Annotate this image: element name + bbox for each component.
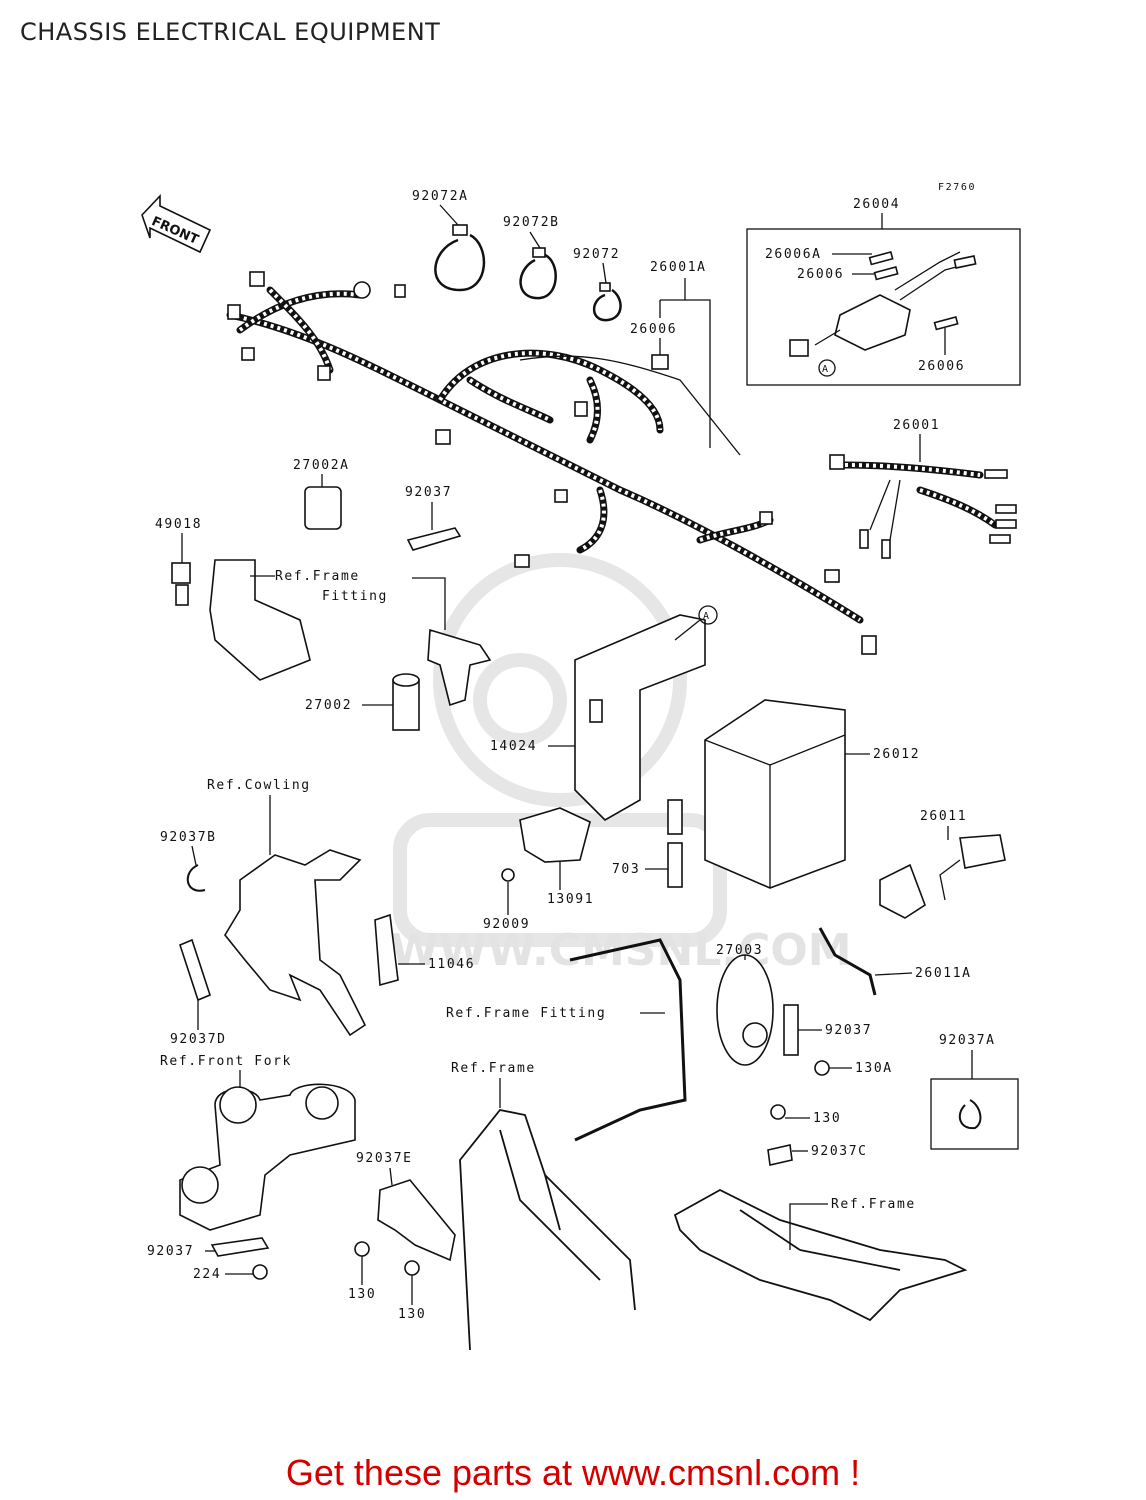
label-26004: 26004: [853, 197, 900, 212]
clamp-92037A: [958, 1099, 982, 1130]
label-92072B: 92072B: [503, 215, 560, 230]
label-ref-frame-fitting-b: Fitting: [322, 589, 388, 604]
relay-bracket: [209, 559, 311, 681]
fork-tube-hole-left: [219, 1086, 257, 1124]
fork-tube-hole-right: [305, 1086, 339, 1120]
label-130-b: 130: [398, 1307, 426, 1322]
label-26012: 26012: [873, 747, 920, 762]
horn-relay-27002: [392, 673, 420, 731]
bolt-130-b: [404, 1260, 420, 1276]
label-92037D: 92037D: [170, 1032, 227, 1047]
callout-a-cover-letter: A: [703, 611, 711, 622]
front-arrow-icon: FRONT: [141, 193, 212, 254]
battery-cover-14024: [574, 614, 706, 821]
battery-26012: [704, 699, 846, 889]
label-11046: 11046: [428, 957, 475, 972]
label-92037-top: 92037: [405, 485, 452, 500]
horn-27003: [569, 938, 774, 1142]
clip-92037B: [186, 864, 206, 892]
label-703: 703: [612, 862, 640, 877]
plate-92037-fork: [210, 1237, 270, 1257]
main-wiring-harness: [226, 271, 877, 655]
label-92009: 92009: [483, 917, 530, 932]
frame-fitting-bracket: [427, 628, 492, 707]
clip-92037E: [377, 1179, 456, 1262]
bolt-130-right: [770, 1104, 786, 1120]
label-92037B: 92037B: [160, 830, 217, 845]
strap-92037-horn: [783, 1004, 799, 1056]
bolt-130A: [814, 1060, 830, 1076]
label-14024: 14024: [490, 739, 537, 754]
relay-27002A: [304, 486, 342, 530]
part-labels: 92072A 92072B 92072 26001A 26006 26004 2…: [147, 189, 996, 1322]
label-130-right: 130: [813, 1111, 841, 1126]
rear-frame: [673, 1188, 968, 1322]
parts-diagram: WWW.CMSNL.COM F2760 FRONT: [141, 182, 1021, 1351]
watermark: WWW.CMSNL.COM: [390, 553, 852, 976]
battery-holder-13091: [519, 807, 591, 863]
screw-92009: [501, 868, 515, 882]
label-92072: 92072: [573, 247, 620, 262]
strap-92037D: [179, 938, 211, 1002]
label-ref-frame-center: Ref.Frame: [451, 1061, 536, 1076]
clamp-box-92037A: [930, 1078, 1019, 1150]
label-224: 224: [193, 1267, 221, 1282]
fuse-holder: [175, 584, 189, 606]
label-26011: 26011: [920, 809, 967, 824]
label-26011A: 26011A: [915, 966, 972, 981]
bracket-11046: [374, 913, 399, 987]
cowling-bracket: [224, 849, 367, 1037]
label-26006-harness: 26006: [630, 322, 677, 337]
label-ref-cowling: Ref.Cowling: [207, 778, 311, 793]
tube-703-b: [667, 842, 683, 888]
label-26001: 26001: [893, 418, 940, 433]
label-92037E: 92037E: [356, 1151, 413, 1166]
label-13091: 13091: [547, 892, 594, 907]
plate-92037: [406, 527, 462, 551]
label-92037-fork: 92037: [147, 1244, 194, 1259]
label-26001A: 26001A: [650, 260, 707, 275]
label-92037A: 92037A: [939, 1033, 996, 1048]
label-27003: 27003: [716, 943, 763, 958]
sub-harness-26001: [829, 454, 1017, 559]
label-ref-frame-right: Ref.Frame: [831, 1197, 916, 1212]
callout-a-cover: [698, 605, 718, 625]
callout-a-box: A: [822, 364, 830, 375]
label-92072A: 92072A: [412, 189, 469, 204]
label-ref-frame-fitting2: Ref.Frame Fitting: [446, 1006, 606, 1021]
cable-26011A: [818, 927, 877, 996]
figure-code: F2760: [938, 182, 976, 193]
battery-cable-26011: [879, 834, 1006, 919]
label-27002: 27002: [305, 698, 352, 713]
label-ref-frame-fitting-a: Ref.Frame: [275, 569, 360, 584]
main-frame: [459, 1109, 636, 1351]
page-title: CHASSIS ELECTRICAL EQUIPMENT: [20, 18, 441, 46]
clamp-92037C: [767, 1144, 793, 1166]
label-92037-horn: 92037: [825, 1023, 872, 1038]
footer-link[interactable]: Get these parts at www.cmsnl.com !: [285, 1452, 861, 1493]
label-92037C: 92037C: [811, 1144, 868, 1159]
fuse-49018: [171, 562, 191, 584]
label-26006-b: 26006: [918, 359, 965, 374]
label-130-a: 130: [348, 1287, 376, 1302]
label-27002A: 27002A: [293, 458, 350, 473]
band-clamps: [434, 224, 622, 322]
cover-slot: [589, 699, 603, 723]
bolt-224: [252, 1264, 268, 1280]
label-49018: 49018: [155, 517, 202, 532]
tube-703-a: [667, 799, 683, 835]
bolt-130-a: [354, 1241, 370, 1257]
label-26006A: 26006A: [765, 247, 822, 262]
label-26006-a: 26006: [797, 267, 844, 282]
fork-tube-hole-lower: [181, 1166, 219, 1204]
relay-box-26004: A: [746, 228, 1021, 386]
label-ref-front-fork: Ref.Front Fork: [160, 1054, 292, 1069]
watermark-text: WWW.CMSNL.COM: [390, 925, 852, 976]
label-130A: 130A: [855, 1061, 893, 1076]
